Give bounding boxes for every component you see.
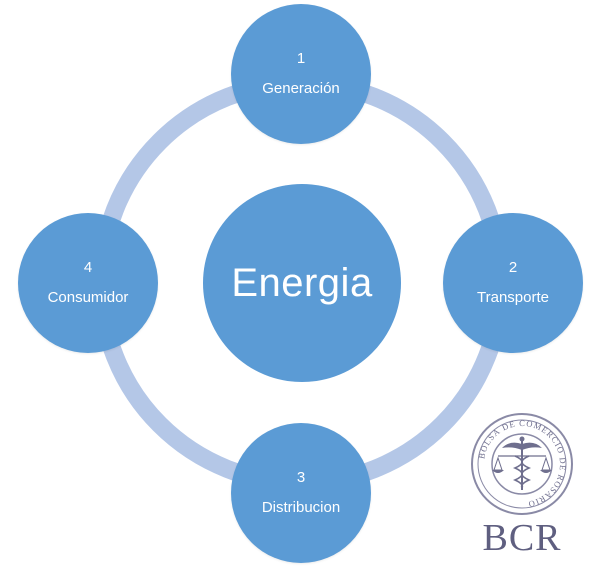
node-label: Distribucion	[261, 499, 341, 516]
bcr-logo: BOLSA DE COMERCIO DE ROSARIO BCR	[462, 410, 582, 560]
node-label: Generación	[262, 80, 340, 97]
node-label: Transporte	[477, 289, 549, 306]
cycle-node-distribucion: 3 Distribucion	[231, 423, 371, 563]
node-number: 1	[296, 50, 306, 67]
node-number: 3	[296, 469, 306, 486]
center-label: Energia	[231, 260, 373, 305]
node-label: Consumidor	[47, 289, 129, 306]
cycle-node-generacion: 1 Generación	[231, 4, 371, 144]
bcr-seal-icon: BOLSA DE COMERCIO DE ROSARIO	[471, 413, 573, 515]
cycle-node-consumidor: 4 Consumidor	[18, 213, 158, 353]
node-number: 4	[83, 259, 93, 276]
cycle-node-transporte: 2 Transporte	[443, 213, 583, 353]
center-node-energia: Energia	[203, 184, 401, 382]
node-number: 2	[508, 259, 518, 276]
bcr-logo-text: BCR	[482, 517, 562, 559]
